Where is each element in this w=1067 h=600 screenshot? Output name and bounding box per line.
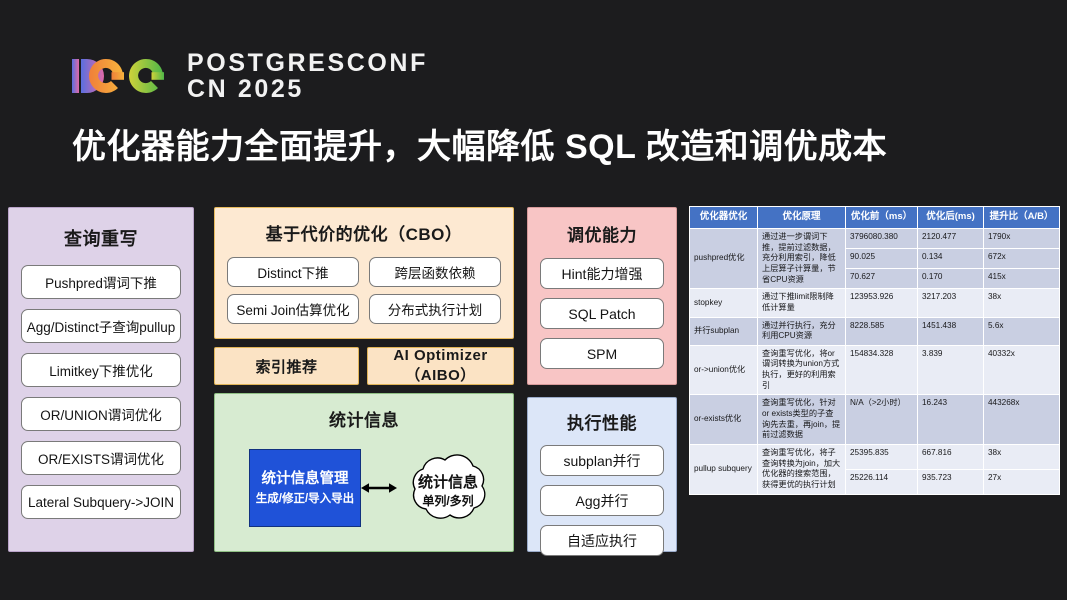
cell-ratio: 40332x	[983, 344, 1060, 396]
cell-before: 90.025	[845, 248, 918, 270]
cell-before: N/A（>2小时）	[845, 394, 918, 446]
column-header-optimizer: 优化器优化	[689, 206, 758, 229]
brand-logo: PostgresConf CN 2025	[70, 50, 428, 103]
statistics-diagram: 统计信息管理 生成/修正/导入导出 统计信息 单列/多列	[225, 435, 503, 547]
rewrite-item-lateral-subquery[interactable]: Lateral Subquery->JOIN	[21, 485, 181, 519]
cell-principle: 通过进一步谓词下推，提前过滤数据，充分利用索引，降低上层算子计算量，节省CPU资…	[757, 227, 846, 290]
tuning-item-spm[interactable]: SPM	[540, 338, 664, 369]
cell-after: 16.243	[917, 394, 984, 446]
rewrite-item-pushpred[interactable]: Pushpred谓词下推	[21, 265, 181, 299]
cbo-item-cross-layer-func-dep[interactable]: 跨层函数依赖	[369, 257, 501, 287]
brand-line-2: CN 2025	[187, 75, 304, 104]
cell-after: 0.170	[917, 268, 984, 290]
panel-cbo-title: 基于代价的优化（CBO）	[265, 225, 463, 244]
cell-after: 667.816	[917, 444, 984, 470]
column-header-before: 优化前（ms）	[845, 206, 918, 229]
tuning-item-sql-patch[interactable]: SQL Patch	[540, 298, 664, 329]
table-body: pushpred优化通过进一步谓词下推，提前过滤数据，充分利用索引，降低上层算子…	[689, 227, 1060, 495]
column-header-after: 优化后(ms)	[917, 206, 984, 229]
column-header-ratio: 提升比（A/B）	[983, 206, 1060, 229]
cell-before: 154834.328	[845, 344, 918, 396]
statistics-management-sublabel: 生成/修正/导入导出	[255, 493, 355, 506]
table-header-row: 优化器优化 优化原理 优化前（ms） 优化后(ms) 提升比（A/B）	[689, 206, 1060, 229]
cell-principle: 通过并行执行，充分利用CPU资源	[757, 316, 846, 346]
panel-tuning: 调优能力 Hint能力增强 SQL Patch SPM	[527, 207, 677, 385]
cbo-item-grid: Distinct下推 跨层函数依赖 Semi Join估算优化 分布式执行计划	[227, 257, 501, 324]
cell-after: 2120.477	[917, 227, 984, 250]
double-arrow-icon	[361, 483, 397, 493]
column-header-principle: 优化原理	[757, 206, 846, 229]
cell-optimizer-name: 并行subplan	[689, 316, 758, 346]
cell-before: 25226.114	[845, 468, 918, 495]
panel-statistics: 统计信息 统计信息管理 生成/修正/导入导出 统计信息 单列/多列	[214, 393, 514, 552]
panel-execution-performance-title: 执行性能	[567, 414, 637, 433]
cbo-item-distributed-plan[interactable]: 分布式执行计划	[369, 294, 501, 324]
page-title: 优化器能力全面提升，大幅降低 SQL 改造和调优成本	[72, 128, 888, 166]
cell-principle: 查询重写优化，针对or exists类型的子查询先去重，再join，提前过滤数据	[757, 394, 846, 446]
statistics-management-label: 统计信息管理	[261, 470, 349, 487]
cell-before: 123953.926	[845, 288, 918, 318]
exec-item-agg-parallel[interactable]: Agg并行	[540, 485, 664, 516]
cell-principle: 查询重写优化，将子查询转换为join，加大优化器的搜索范围，获得更优的执行计划	[757, 444, 846, 495]
cell-after: 0.134	[917, 248, 984, 270]
cell-before: 8228.585	[845, 316, 918, 346]
cell-ratio: 1790x	[983, 227, 1060, 250]
cell-optimizer-name: or-exists优化	[689, 394, 758, 446]
optimizer-results-table: 优化器优化 优化原理 优化前（ms） 优化后(ms) 提升比（A/B） push…	[689, 206, 1060, 495]
cell-after: 1451.438	[917, 316, 984, 346]
panel-tuning-title: 调优能力	[567, 226, 637, 245]
panel-statistics-title: 统计信息	[329, 411, 399, 430]
cell-ratio: 415x	[983, 268, 1060, 290]
cell-before: 3796080.380	[845, 227, 918, 250]
cbo-item-semi-join-estimate[interactable]: Semi Join估算优化	[227, 294, 359, 324]
cell-ratio: 38x	[983, 444, 1060, 470]
exec-item-adaptive-execution[interactable]: 自适应执行	[540, 525, 664, 556]
statistics-cloud: 统计信息 单列/多列	[392, 441, 504, 539]
cell-principle: 查询重写优化，将or谓词转换为union方式执行，更好的利用索引	[757, 344, 846, 396]
cell-ratio: 443268x	[983, 394, 1060, 446]
cell-ratio: 5.6x	[983, 316, 1060, 346]
panel-query-rewrite: 查询重写 Pushpred谓词下推 Agg/Distinct子查询pullup …	[8, 207, 194, 552]
panel-execution-performance: 执行性能 subplan并行 Agg并行 自适应执行	[527, 397, 677, 556]
table-row: or-exists优化查询重写优化，针对or exists类型的子查询先去重，再…	[689, 394, 1060, 446]
cbo-item-distinct-pushdown[interactable]: Distinct下推	[227, 257, 359, 287]
brand-line-1: PostgresConf	[187, 49, 428, 77]
cell-ratio: 38x	[983, 288, 1060, 318]
tuning-item-hint[interactable]: Hint能力增强	[540, 258, 664, 289]
rewrite-item-agg-distinct-pullup[interactable]: Agg/Distinct子查询pullup	[21, 309, 181, 343]
panel-cbo: 基于代价的优化（CBO） Distinct下推 跨层函数依赖 Semi Join…	[214, 207, 514, 339]
brand-wordmark: PostgresConf CN 2025	[187, 50, 428, 103]
pcc-logo-icon	[72, 59, 164, 94]
rewrite-item-or-exists[interactable]: OR/EXISTS谓词优化	[21, 441, 181, 475]
cell-ratio: 27x	[983, 468, 1060, 495]
panel-index-recommendation[interactable]: 索引推荐	[214, 347, 359, 385]
cell-optimizer-name: pullup subquery	[689, 444, 758, 495]
rewrite-item-or-union[interactable]: OR/UNION谓词优化	[21, 397, 181, 431]
panel-query-rewrite-title: 查询重写	[64, 229, 138, 249]
cell-before: 70.627	[845, 268, 918, 290]
rewrite-item-limitkey[interactable]: Limitkey下推优化	[21, 353, 181, 387]
cell-principle: 通过下推limit限制降低计算量	[757, 288, 846, 318]
cell-ratio: 672x	[983, 248, 1060, 270]
panel-ai-optimizer-title: AI Optimizer（AIBO）	[393, 347, 488, 384]
table-row: or->union优化查询重写优化，将or谓词转换为union方式执行，更好的利…	[689, 344, 1060, 396]
cell-optimizer-name: or->union优化	[689, 344, 758, 396]
cell-optimizer-name: stopkey	[689, 288, 758, 318]
panel-index-recommendation-title: 索引推荐	[255, 358, 318, 376]
statistics-management-box[interactable]: 统计信息管理 生成/修正/导入导出	[249, 449, 361, 527]
cell-before: 25395.835	[845, 444, 918, 470]
table-row: pushpred优化通过进一步谓词下推，提前过滤数据，充分利用索引，降低上层算子…	[689, 227, 1060, 290]
exec-item-subplan-parallel[interactable]: subplan并行	[540, 445, 664, 476]
cell-after: 3217.203	[917, 288, 984, 318]
cell-optimizer-name: pushpred优化	[689, 227, 758, 290]
cell-after: 3.839	[917, 344, 984, 396]
panel-ai-optimizer[interactable]: AI Optimizer（AIBO）	[367, 347, 514, 385]
cloud-shape-icon	[412, 454, 486, 519]
cell-after: 935.723	[917, 468, 984, 495]
